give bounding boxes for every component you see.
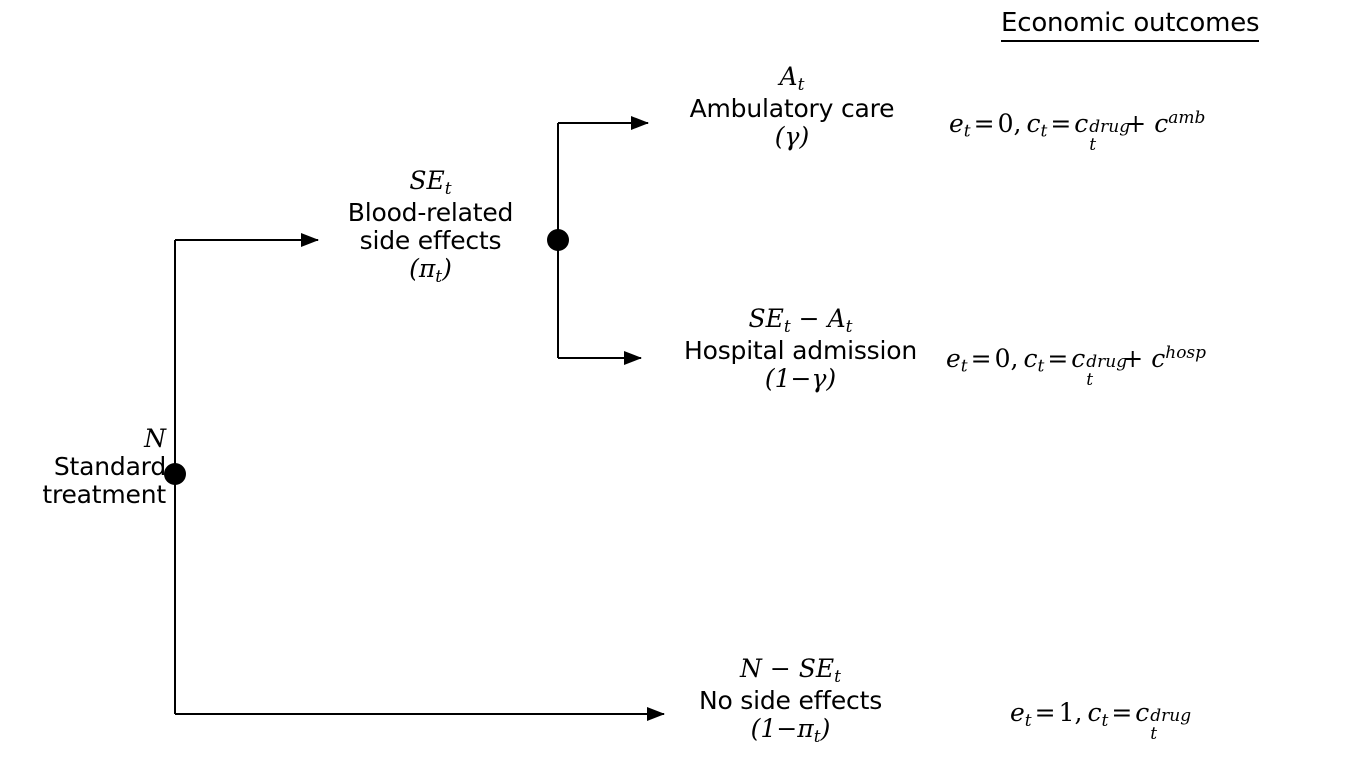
ambulatory-care-node-label: At Ambulatory care (γ) <box>668 63 916 151</box>
no-side-effects-probability: (1−πt) <box>750 713 831 747</box>
no-side-effects-count-label: N − SEt <box>740 654 841 687</box>
side-effects-probability: (πt) <box>409 253 452 287</box>
chance-node-side-effects <box>547 229 569 251</box>
hospital-count-label: SEt − At <box>748 304 853 337</box>
side-effects-name-line1: Blood-related <box>347 197 514 227</box>
hospital-probability: (1−γ) <box>764 363 837 393</box>
side-effects-name-line2: side effects <box>359 225 502 255</box>
ambulatory-probability: (γ) <box>774 121 810 151</box>
economic-outcomes-header: Economic outcomes <box>1001 10 1260 42</box>
no-side-effects-name: No side effects <box>698 685 883 715</box>
side-effects-node-label: SEt Blood-related side effects (πt) <box>318 167 543 287</box>
ambulatory-count-label: At <box>779 62 805 95</box>
root-node-label: N Standard treatment <box>0 425 166 509</box>
no-side-effects-node-label: N − SEt No side effects (1−πt) <box>672 655 909 747</box>
hospital-name: Hospital admission <box>684 335 917 365</box>
root-name-line2: treatment <box>42 480 166 509</box>
root-name-line1: Standard <box>53 452 166 481</box>
hospital-admission-node-label: SEt − At Hospital admission (1−γ) <box>658 305 943 393</box>
chance-node-root <box>164 463 186 485</box>
ambulatory-name: Ambulatory care <box>689 93 895 123</box>
side-effects-count-label: SEt <box>409 166 452 199</box>
root-count-label: N <box>144 424 166 453</box>
